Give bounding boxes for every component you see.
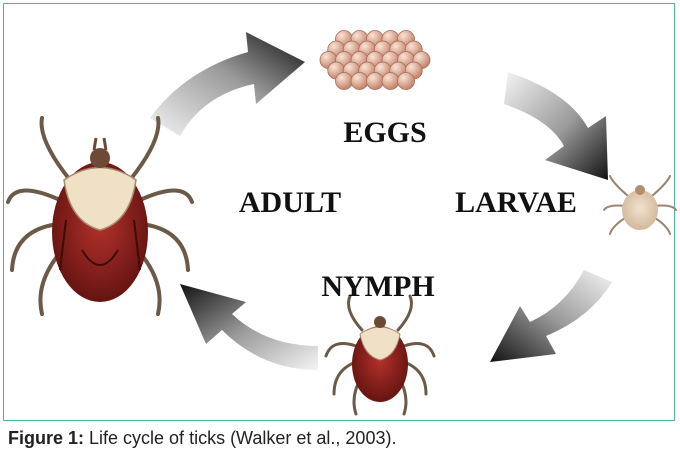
arrow-adult-to-eggs [150,32,305,136]
life-cycle-diagram: EGGS ADULT LARVAE NYMPH [0,0,680,422]
stage-label-eggs: EGGS [343,116,426,149]
adult-tick-image [8,118,192,314]
nymph-tick-image [326,296,434,414]
eggs-cluster [320,31,430,90]
stage-label-adult: ADULT [239,186,341,219]
figure-caption: Figure 1: Life cycle of ticks (Walker et… [8,428,672,449]
egg [382,73,399,90]
arrow-larvae-to-nymph [490,270,612,362]
egg [351,73,368,90]
caption-text: Life cycle of ticks (Walker et al., 2003… [84,428,396,448]
larva-tick-image [604,176,676,234]
egg [367,73,384,90]
egg [398,73,415,90]
stage-label-larvae: LARVAE [455,186,577,219]
caption-label: Figure 1: [8,428,84,448]
arrow-eggs-to-larvae [504,72,608,180]
egg [336,73,353,90]
arrow-nymph-to-adult [180,284,318,370]
stage-label-nymph: NYMPH [321,270,434,303]
